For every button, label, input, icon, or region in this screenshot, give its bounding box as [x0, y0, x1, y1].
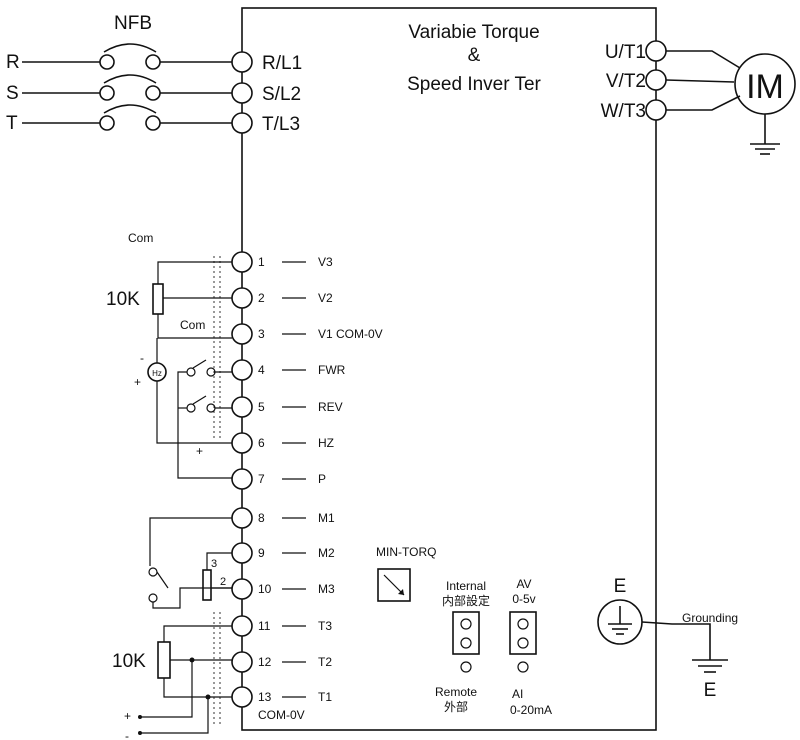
- terminal-V-T2: [645, 69, 667, 91]
- com-label-top: Com: [128, 231, 153, 245]
- control-terminal-label: P: [318, 472, 326, 486]
- grounding-label: Grounding: [682, 611, 738, 625]
- control-terminal-4: [231, 359, 253, 381]
- internal-cn-label: 内部設定: [442, 593, 490, 608]
- control-terminal-number: 12: [258, 655, 272, 669]
- potentiometer-top: [152, 283, 164, 315]
- control-terminal-label: M3: [318, 582, 335, 596]
- control-terminal-number: 1: [258, 255, 265, 269]
- control-terminal-11: [231, 615, 253, 637]
- control-terminal-label: V2: [318, 291, 333, 305]
- control-terminal-number: 13: [258, 690, 272, 704]
- supply-S: S S/L2: [6, 74, 301, 105]
- title-line-1: Variabie Torque: [408, 22, 539, 43]
- terminal-T-L3-label: T/L3: [262, 114, 300, 135]
- meter-plus: +: [134, 375, 141, 389]
- control-terminal-number: 11: [258, 619, 271, 633]
- ground-bottom-label: E: [704, 680, 717, 701]
- control-terminal-label: T2: [318, 655, 332, 669]
- control-terminal-label: T1: [318, 690, 332, 704]
- control-terminal-label: V3: [318, 255, 333, 269]
- meter-minus: -: [140, 351, 144, 365]
- terminal-W-T3: [645, 99, 667, 121]
- jumper-internal: [452, 611, 480, 655]
- control-terminal-13: [231, 686, 253, 708]
- control-terminal-1: [231, 251, 253, 273]
- input-plus: +: [124, 709, 131, 723]
- terminal-W-T3-label: W/T3: [601, 101, 646, 122]
- internal-label: Internal: [446, 579, 486, 593]
- control-terminal-label: V1 COM-0V: [318, 327, 383, 341]
- control-terminal-12: [231, 651, 253, 673]
- control-terminal-label: M1: [318, 511, 335, 525]
- control-terminal-9: [231, 542, 253, 564]
- ai-range-label: 0-20mA: [510, 703, 552, 717]
- ground-symbol-label: E: [614, 576, 627, 597]
- control-terminal-number: 6: [258, 436, 265, 450]
- control-terminal-label: HZ: [318, 436, 334, 450]
- control-terminal-6: [231, 432, 253, 454]
- control-terminal-label: T3: [318, 619, 332, 633]
- control-terminal-number: 4: [258, 363, 265, 377]
- title-line-3: Speed Inver Ter: [407, 74, 541, 95]
- min-torq-label: MIN-TORQ: [376, 545, 436, 559]
- control-terminal-number: 9: [258, 546, 265, 560]
- pot-top-label: 10K: [106, 289, 140, 310]
- terminal-R-L1: [231, 51, 253, 73]
- remote-cn-label: 外部: [444, 699, 468, 714]
- supply-T: T T/L3: [6, 104, 300, 135]
- control-terminal-number: 7: [258, 472, 265, 486]
- terminal-U-T1: [645, 40, 667, 62]
- com-0v-bottom: COM-0V: [258, 708, 305, 722]
- control-terminal-7: [231, 468, 253, 490]
- control-terminal-number: 10: [258, 582, 272, 596]
- control-terminal-label: REV: [318, 400, 343, 414]
- ai-label: AI: [512, 687, 523, 701]
- jumper-av: [509, 611, 537, 655]
- hz-plus: +: [196, 444, 203, 458]
- title-line-2: &: [468, 45, 481, 66]
- motor-label: IM: [746, 68, 784, 106]
- hz-meter-label: Hz: [152, 369, 162, 378]
- terminal-R-L1-label: R/L1: [262, 53, 302, 74]
- phase-T: T: [6, 113, 18, 134]
- control-terminal-number: 2: [258, 291, 265, 305]
- control-terminals: 1 V3 2 V2 3 V1 COM-0V 4 FWR 5 REV 6 HZ 7 P 8 M1 9 M2 10 M3 1…: [231, 251, 383, 708]
- rev-switch: [192, 395, 207, 405]
- pot-bottom-label: 10K: [112, 651, 146, 672]
- phase-S: S: [6, 83, 19, 104]
- control-terminal-2: [231, 287, 253, 309]
- terminal-U-T1-label: U/T1: [605, 42, 646, 63]
- control-terminal-5: [231, 396, 253, 418]
- pot-pin-3: 3: [211, 558, 217, 570]
- inverter-box: [241, 7, 657, 731]
- phase-R: R: [6, 52, 20, 73]
- control-terminal-number: 5: [258, 400, 265, 414]
- remote-label: Remote: [435, 685, 477, 699]
- av-range-label: 0-5v: [512, 592, 535, 606]
- com-label-mid: Com: [180, 318, 205, 332]
- terminal-V-T2-label: V/T2: [606, 71, 646, 92]
- control-terminal-label: M2: [318, 546, 335, 560]
- control-terminal-number: 3: [258, 327, 265, 341]
- input-minus: -: [125, 729, 129, 740]
- relay-switch: [156, 571, 169, 589]
- terminal-S-L2-label: S/L2: [262, 84, 301, 105]
- control-terminal-8: [231, 507, 253, 529]
- potentiometer-bottom: [157, 641, 171, 679]
- pot-pin-2: 2: [220, 576, 226, 588]
- breaker-label: NFB: [114, 13, 152, 34]
- terminal-T-L3: [231, 112, 253, 134]
- min-torq-trimmer: [377, 568, 411, 602]
- control-terminal-label: FWR: [318, 363, 346, 377]
- av-label: AV: [516, 577, 531, 591]
- control-terminal-3: [231, 323, 253, 345]
- control-terminal-number: 8: [258, 511, 265, 525]
- control-terminal-10: [231, 578, 253, 600]
- fwr-switch: [192, 359, 207, 369]
- supply-R: R R/L1: [6, 43, 302, 74]
- potentiometer-mid: [202, 569, 212, 601]
- terminal-S-L2: [231, 82, 253, 104]
